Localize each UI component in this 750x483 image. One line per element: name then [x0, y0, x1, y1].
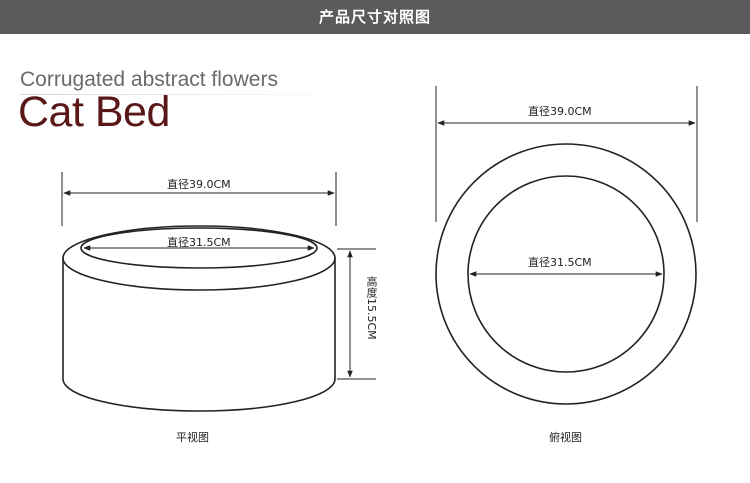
top-outer-circle	[435, 143, 697, 405]
header-bar	[0, 0, 750, 34]
cylinder-inner-rim	[80, 227, 318, 269]
top-inner-diameter-label: 直径31.5CM	[528, 256, 592, 269]
front-view-drawing	[61, 172, 376, 412]
front-height-label: 高度15.5CM	[365, 276, 378, 340]
front-outer-diameter-label: 直径39.0CM	[167, 178, 231, 191]
title-rule	[20, 94, 370, 95]
product-subtitle: Corrugated abstract flowers	[20, 68, 278, 91]
top-inner-circle	[467, 175, 665, 373]
cylinder-body	[62, 258, 336, 412]
product-title: Cat Bed	[18, 88, 170, 136]
front-inner-diameter-label: 直径31.5CM	[167, 236, 231, 249]
top-view-caption: 俯视图	[549, 431, 582, 444]
cylinder-top-rim	[62, 225, 336, 291]
front-view-caption: 平视图	[176, 431, 209, 444]
top-view-drawing	[435, 86, 698, 405]
top-outer-diameter-label: 直径39.0CM	[528, 105, 592, 118]
header-title: 产品尺寸对照图	[318, 8, 431, 26]
